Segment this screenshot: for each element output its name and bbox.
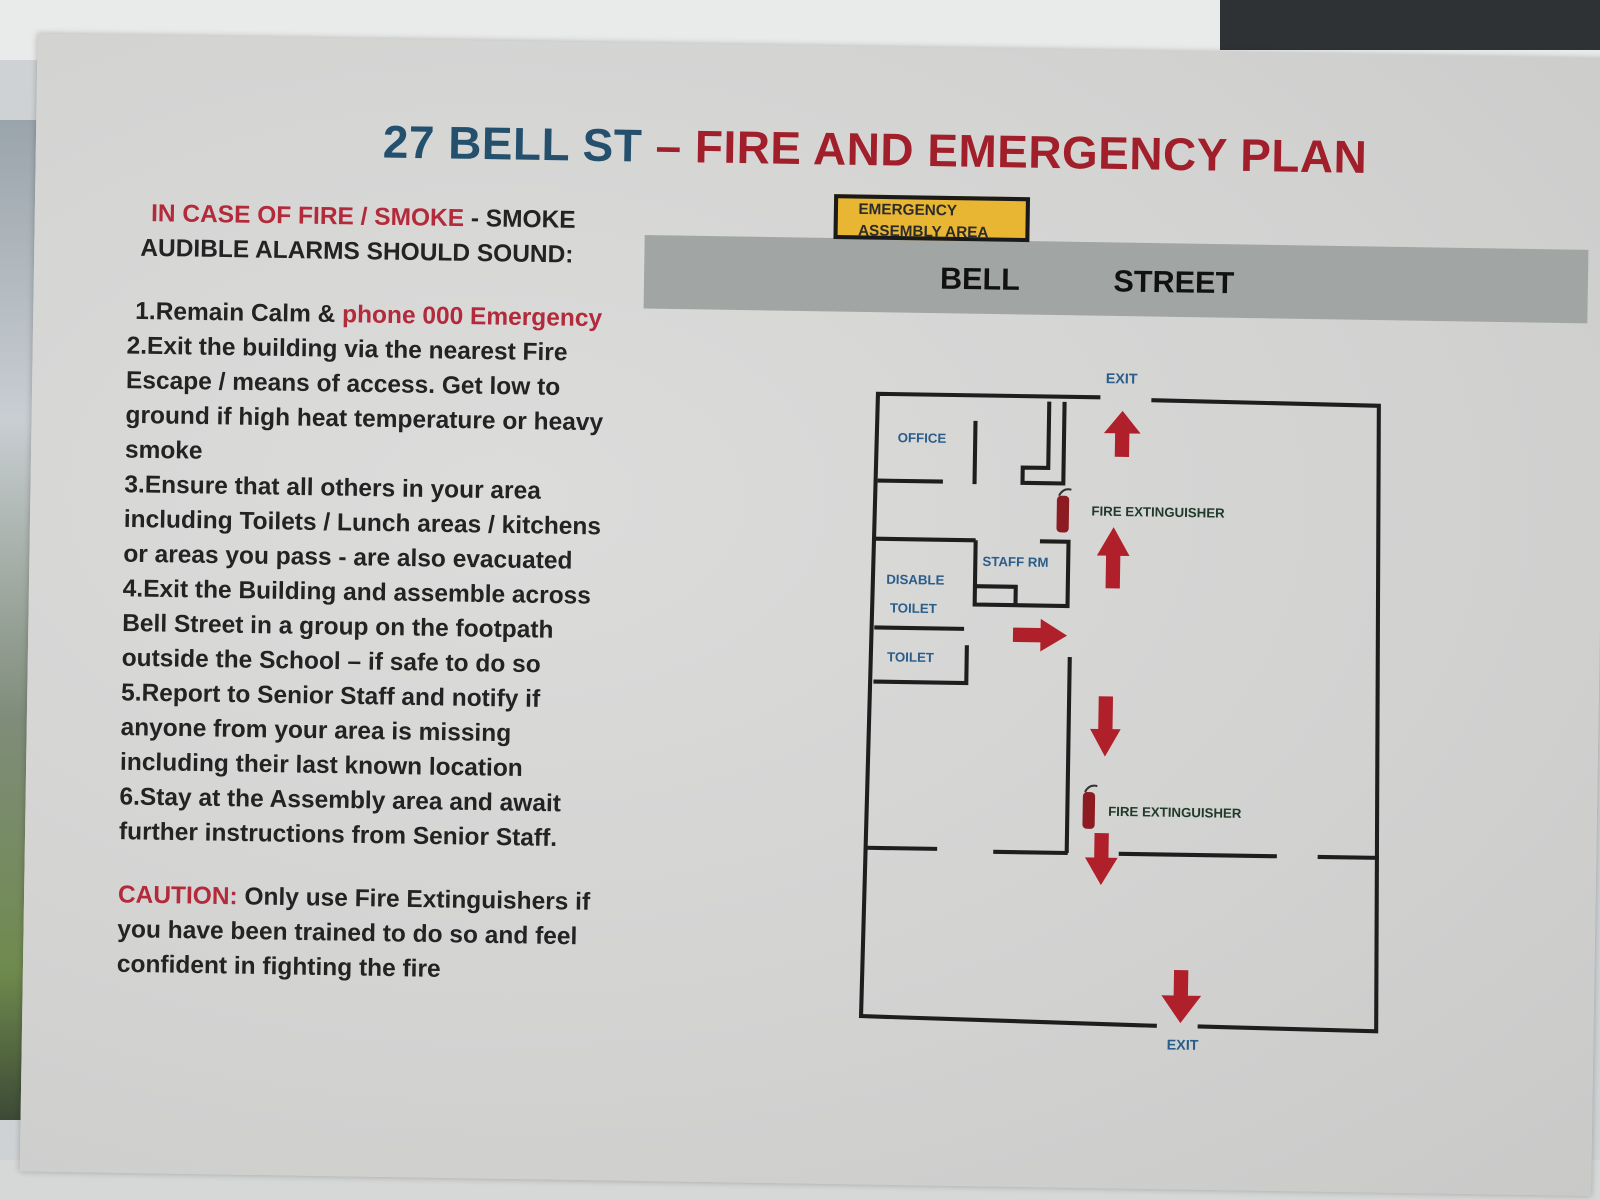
wall <box>1118 851 1277 859</box>
floor-plan: EXIT EXIT OFFICE STAFF RM DISABLE TOILET… <box>858 371 1381 1054</box>
arrow-down-icon <box>1161 969 1202 1024</box>
wall <box>972 420 978 485</box>
arrow-right-icon <box>1012 618 1068 652</box>
arrow-up-icon <box>1096 527 1130 589</box>
wall <box>873 645 969 686</box>
arrow-down-icon <box>1084 832 1118 886</box>
wall <box>865 845 938 851</box>
fire-extinguisher-icon <box>1082 784 1098 829</box>
wall <box>972 539 1071 609</box>
fire-extinguisher-icon <box>1056 488 1072 533</box>
wall <box>858 391 1157 1028</box>
wall <box>877 478 943 484</box>
wall <box>1020 401 1067 486</box>
arrow-up-icon <box>1103 410 1141 457</box>
room-label-disable: DISABLE <box>886 572 945 588</box>
exit-label-top: EXIT <box>1106 371 1138 388</box>
wall <box>993 849 1068 856</box>
wall <box>974 584 1018 606</box>
room-label-staff-room: STAFF RM <box>982 554 1048 570</box>
wall <box>875 536 976 543</box>
wall <box>1151 398 1381 1034</box>
extinguisher-label: FIRE EXTINGUISHER <box>1108 804 1242 821</box>
walls <box>858 391 1381 1034</box>
extinguisher-label: FIRE EXTINGUISHER <box>1091 504 1225 521</box>
room-label-toilet: TOILET <box>887 649 934 665</box>
room-label-office: OFFICE <box>898 430 947 446</box>
room-label-disable-toilet: TOILET <box>890 600 937 616</box>
exit-label-bottom: EXIT <box>1167 1037 1199 1054</box>
wall <box>874 625 965 631</box>
background-frame <box>1220 0 1600 50</box>
arrow-down-icon <box>1090 696 1121 757</box>
evacuation-arrows <box>1012 410 1202 1024</box>
wall <box>1064 657 1072 853</box>
emergency-plan-sign: 27 BELL ST – FIRE AND EMERGENCY PLAN IN … <box>19 33 1600 1196</box>
wall <box>1317 854 1379 860</box>
